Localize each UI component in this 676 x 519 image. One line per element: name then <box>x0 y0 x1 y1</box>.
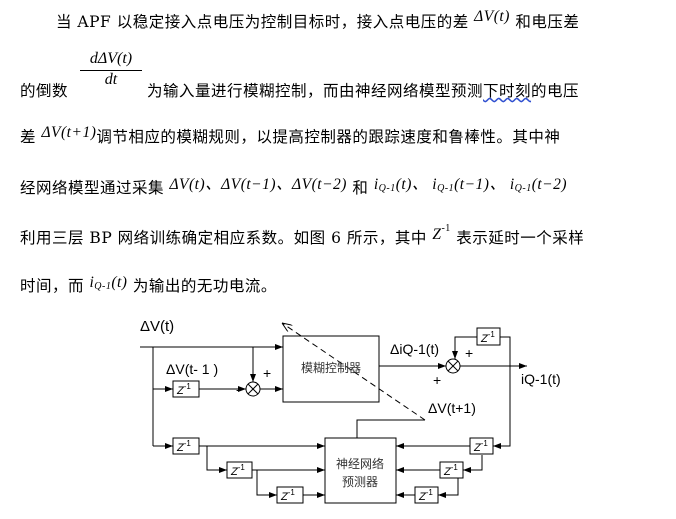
text: 经网络模型通过采集 <box>20 179 165 197</box>
plus-sign: + <box>433 372 441 388</box>
delay-box <box>226 461 253 479</box>
summing-junction-2 <box>445 358 461 374</box>
text-line-4: 经网络模型通过采集 ΔV(t)、ΔV(t−1)、ΔV(t−2) 和 iQ-1(t… <box>20 172 567 198</box>
delay-box <box>276 486 304 504</box>
delay-label: Z-1 <box>176 382 191 397</box>
text: 利用三层 BP 网络训练确定相应系数。如图 6 所示，其中 <box>20 229 427 247</box>
delay-box <box>172 437 200 455</box>
fuzzy-controller-box <box>282 335 380 403</box>
fraction-numerator: dΔV(t) <box>80 50 142 71</box>
output-label: iQ-1(t) <box>521 371 561 387</box>
plus-sign: + <box>263 365 271 381</box>
delay-label: Z-1 <box>473 439 488 454</box>
delayed-input-label: ΔV(t- 1 ) <box>166 361 218 377</box>
text: 表示延时一个采样 <box>456 229 585 247</box>
nn-label-line2: 预测器 <box>342 475 378 489</box>
text-line-6: 时间，而 iQ-1(t) 为输出的无功电流。 <box>20 274 277 296</box>
math-i: i <box>89 274 95 291</box>
math-delta-v-next: ΔV(t+1) <box>41 124 97 141</box>
math: (t)、 <box>395 176 428 193</box>
delay-box <box>439 461 464 479</box>
text: 为输入量进行模糊控制，而由神经网络模型预测 <box>147 82 484 100</box>
math-z: Z <box>432 226 442 243</box>
text-line-3: 差 ΔV(t+1)调节相应的模糊规则，以提高控制器的跟踪速度和鲁棒性。其中神 <box>20 124 560 147</box>
math: (t) <box>111 274 128 291</box>
delta-i-label: ΔiQ-1(t) <box>390 341 439 357</box>
text: 为输出的无功电流。 <box>132 277 277 295</box>
text: 时间，而 <box>20 277 85 295</box>
math-sub: Q-1 <box>378 183 396 194</box>
text: 的倒数 <box>20 82 69 100</box>
delay-label: Z-1 <box>230 463 245 478</box>
text: 当 APF 以稳定接入点电压为控制目标时，接入点电压的差 <box>56 13 469 31</box>
delay-box <box>414 486 439 504</box>
math-sup: -1 <box>441 223 451 234</box>
minus-sign: - <box>236 382 240 397</box>
delay-label: Z-1 <box>176 439 191 454</box>
delay-label: Z-1 <box>280 488 295 503</box>
delay-label: Z-1 <box>480 330 495 345</box>
plus-sign: + <box>465 345 473 361</box>
text-line-2-rest: 为输入量进行模糊控制，而由神经网络模型预测下时刻的电压 <box>147 79 579 101</box>
text: 差 <box>20 128 37 146</box>
delay-label: Z-1 <box>443 463 458 478</box>
fraction-denominator: dt <box>104 71 118 88</box>
math: (t−1)、 <box>454 176 506 193</box>
math-sub: Q-1 <box>437 183 455 194</box>
text: 和电压差 <box>515 13 580 31</box>
nn-label-line1: 神经网络 <box>336 456 384 471</box>
derivative-fraction: dΔV(t) dt <box>80 50 142 89</box>
math-sub: Q-1 <box>514 183 532 194</box>
text: 调节相应的模糊规则，以提高控制器的跟踪速度和鲁棒性。其中神 <box>96 128 561 146</box>
fuzzy-controller-label: 模糊控制器 <box>301 360 361 375</box>
math-delta-v: ΔV(t) <box>474 8 510 25</box>
delay-box <box>469 437 494 455</box>
text: 和 <box>352 179 369 197</box>
text-line-5: 利用三层 BP 网络训练确定相应系数。如图 6 所示，其中 Z-1 表示延时一个… <box>20 223 584 248</box>
summing-junction-1 <box>245 381 261 397</box>
spellcheck-underlined-text: 下时刻 <box>483 82 532 100</box>
delay-box <box>476 327 501 346</box>
input-label: ΔV(t) <box>140 318 174 335</box>
prediction-label: ΔV(t+1) <box>428 400 476 416</box>
math-i: i <box>432 176 438 193</box>
delay-label: Z-1 <box>418 488 433 503</box>
math-i: i <box>509 176 515 193</box>
math-sub: Q-1 <box>94 281 112 292</box>
text-line-1: 当 APF 以稳定接入点电压为控制目标时，接入点电压的差 ΔV(t) 和电压差 <box>56 8 579 32</box>
dashed-adjust-arrow <box>282 323 426 421</box>
delay-box <box>172 380 200 398</box>
math: (t−2) <box>531 176 568 193</box>
text: 的电压 <box>531 82 580 100</box>
math-delta-v-samples: ΔV(t)、ΔV(t−1)、ΔV(t−2) <box>169 176 347 193</box>
math-i: i <box>373 176 379 193</box>
text-line-2-start: 的倒数 <box>20 79 68 101</box>
